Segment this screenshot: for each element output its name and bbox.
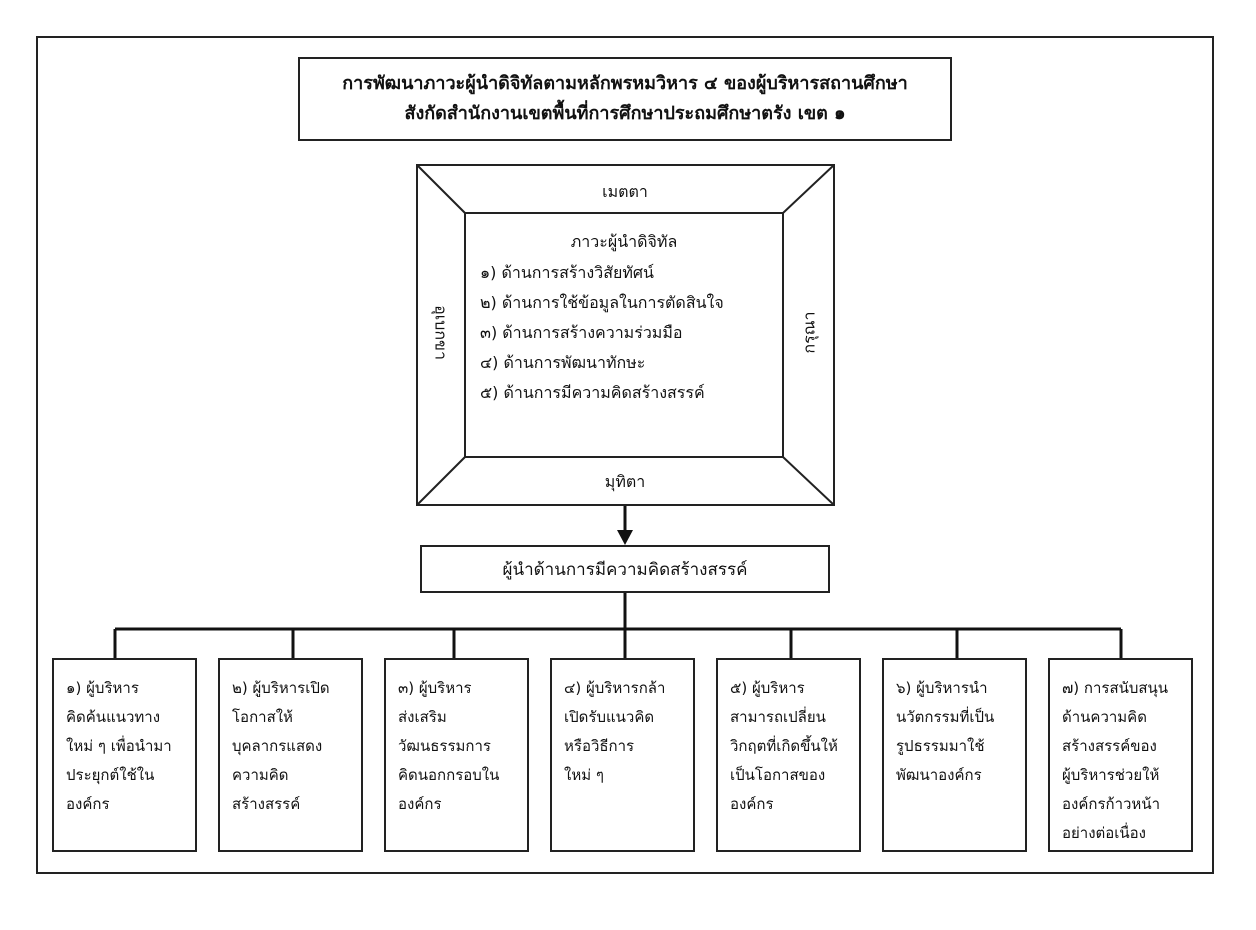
- title-line-2: สังกัดสำนักงานเขตพื้นที่การศึกษาประถมศึก…: [404, 103, 846, 124]
- bevel-top-right: [782, 164, 835, 214]
- diagram-frame: [36, 36, 1214, 874]
- creative-leader-label: ผู้นำด้านการมีความคิดสร้างสรรค์: [502, 559, 748, 580]
- list-item: ๓) ด้านการสร้างความร่วมมือ: [480, 323, 683, 342]
- digital-leadership-heading: ภาวะผู้นำดิจิทัล: [570, 232, 678, 251]
- leaf-box-3: ๓) ผู้บริหาร ส่งเสริม วัฒนธรรมการ คิดนอก…: [384, 658, 529, 852]
- leaf-box-7: ๗) การสนับสนุน ด้านความคิด สร้างสรรค์ของ…: [1048, 658, 1193, 852]
- virtue-left-label: อุเบกขา: [431, 305, 451, 360]
- list-item: ๒) ด้านการใช้ข้อมูลในการตัดสินใจ: [480, 293, 724, 312]
- creative-leader-box: ผู้นำด้านการมีความคิดสร้างสรรค์: [420, 545, 830, 593]
- arrow-head: [617, 530, 633, 545]
- bevel-top-left: [416, 164, 466, 214]
- bevel-bottom-left: [416, 456, 466, 506]
- virtue-right-label: กรุณา: [799, 311, 819, 354]
- digital-leadership-panel: ภาวะผู้นำดิจิทัล ๑) ด้านการสร้างวิสัยทัศ…: [466, 228, 782, 408]
- bevel-bottom-right: [782, 456, 835, 506]
- leaf-box-6: ๖) ผู้บริหารนำ นวัตกรรมที่เป็น รูปธรรมมา…: [882, 658, 1027, 852]
- list-item: ๕) ด้านการมีความคิดสร้างสรรค์: [480, 383, 705, 402]
- digital-leadership-list: ๑) ด้านการสร้างวิสัยทัศน์ ๒) ด้านการใช้ข…: [466, 258, 782, 408]
- virtue-top-label: เมตตา: [602, 182, 648, 201]
- list-item: ๑) ด้านการสร้างวิสัยทัศน์: [480, 263, 654, 282]
- virtues-frame-outer: [416, 164, 835, 506]
- title-box: การพัฒนาภาวะผู้นำดิจิทัลตามหลักพรหมวิหาร…: [298, 57, 952, 141]
- leaf-box-1: ๑) ผู้บริหาร คิดค้นแนวทาง ใหม่ ๆ เพื่อนำ…: [52, 658, 197, 852]
- title-line-1: การพัฒนาภาวะผู้นำดิจิทัลตามหลักพรหมวิหาร…: [342, 73, 908, 94]
- leaf-box-4: ๔) ผู้บริหารกล้า เปิดรับแนวคิด หรือวิธีก…: [550, 658, 695, 852]
- virtues-frame-inner: [464, 212, 784, 458]
- leaf-box-5: ๕) ผู้บริหาร สามารถเปลี่ยน วิกฤตที่เกิดข…: [716, 658, 861, 852]
- leaf-box-2: ๒) ผู้บริหารเปิด โอกาสให้ บุคลากรแสดง คว…: [218, 658, 363, 852]
- list-item: ๔) ด้านการพัฒนาทักษะ: [480, 353, 646, 372]
- virtue-bottom-label: มุทิตา: [604, 472, 646, 491]
